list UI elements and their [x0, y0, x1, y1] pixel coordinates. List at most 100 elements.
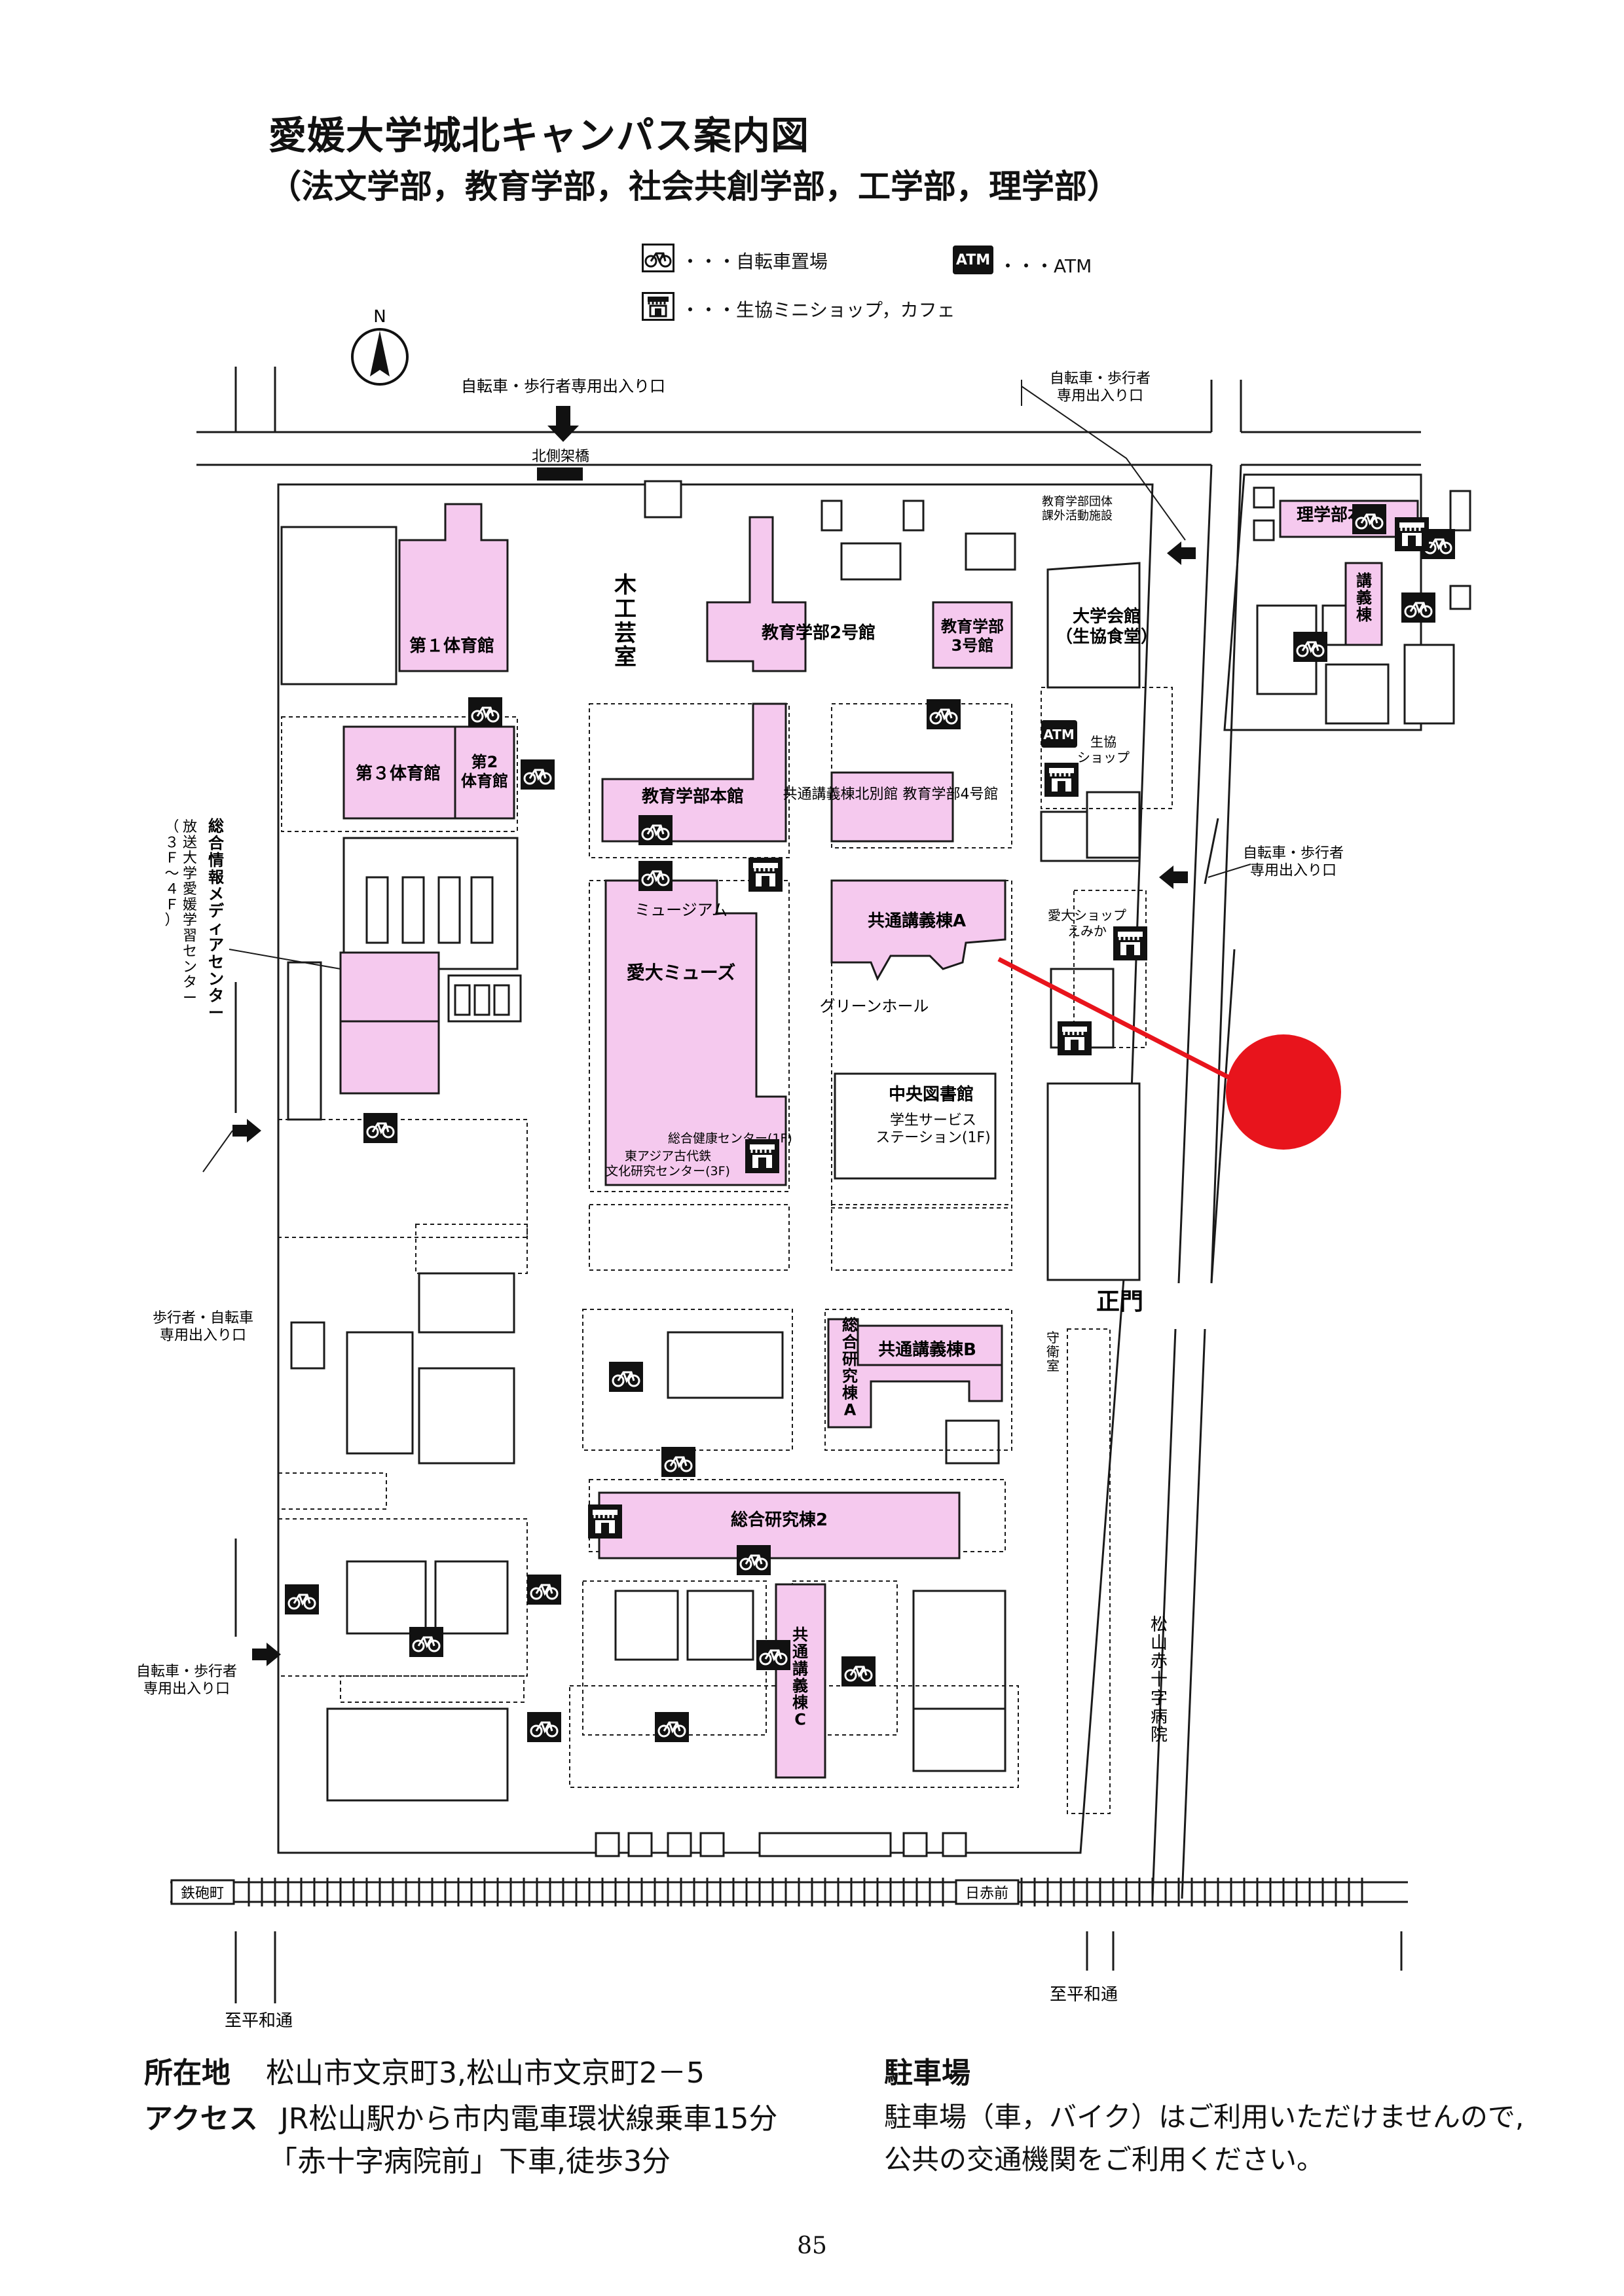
- daigaku-kaikan-label: 大学会館（生協食堂）: [1056, 606, 1158, 647]
- campus-map: 鉄砲町 日赤前 至平和通 至平和通 N 北側架橋 自転車・歩行者専用出入り口: [136, 307, 1471, 2030]
- other-buildings: [280, 480, 1471, 1857]
- green-hall-label: グリーンホール: [820, 997, 929, 1015]
- media-center-sub-label: 放送大学愛媛学習センター（３Ｆ～４Ｆ）: [164, 819, 197, 1006]
- hospital-label: 松山赤十字病院: [1151, 1615, 1168, 1745]
- shop-icon: [1393, 516, 1430, 553]
- access-value-2: 「赤十字病院前」下車,徒歩3分: [268, 2145, 671, 2178]
- ne-gate-arrow-icon: [1167, 541, 1196, 565]
- ne-gate-label: 自転車・歩行者専用出入り口: [1050, 371, 1151, 404]
- media-center-label: 総合情報メディアセンター: [208, 817, 225, 1022]
- page-subtitle: （法文学部，教育学部，社会共創学部，工学部，理学部）: [268, 168, 1120, 206]
- shop-icon: [1056, 1020, 1093, 1057]
- address-value: 松山市文京町3,松山市文京町2－5: [266, 2056, 705, 2090]
- to-heiwadori-east: 至平和通: [1050, 1985, 1118, 2005]
- station-nisseki: 日赤前: [965, 1886, 1008, 1902]
- page-title: 愛媛大学城北キャンパス案内図: [268, 113, 810, 158]
- gym1-label: 第１体育館: [409, 636, 494, 656]
- bicycle-parking-icon: [284, 1583, 320, 1616]
- parking-value-1: 駐車場（車，バイク）はご利用いただけませんので,: [884, 2101, 1524, 2133]
- main-buildings: [339, 500, 1419, 1779]
- gym3-label: 第３体育館: [356, 763, 441, 784]
- west-gate1-label: 歩行者・自転車専用出入り口: [153, 1310, 253, 1343]
- bicycle-parking-icon: [637, 814, 674, 847]
- west-gate1-arrow-icon: [232, 1119, 261, 1142]
- bicycle-parking-icon: [526, 1711, 563, 1743]
- gate-leader-lines: [202, 380, 1251, 1173]
- location-marker: [1226, 1034, 1341, 1150]
- north-label: N: [373, 307, 386, 327]
- seikyo-shop-label: 生協ショップ: [1077, 734, 1130, 765]
- parking-label: 駐車場: [884, 2056, 970, 2090]
- bicycle-parking-icon: [925, 698, 962, 731]
- west-gate2-arrow-icon: [252, 1643, 281, 1666]
- to-heiwadori-west: 至平和通: [225, 2011, 293, 2030]
- research2-label: 総合研究棟2: [731, 1510, 828, 1530]
- east-gate-label: 自転車・歩行者専用出入り口: [1243, 845, 1344, 879]
- bicycle-parking-icon: [526, 1573, 563, 1606]
- bicycle-parking-icon: [637, 860, 674, 892]
- east-gate-arrow-icon: [1159, 866, 1188, 889]
- legend-shop-label: ・・・生協ミニショップ，カフェ: [681, 299, 955, 321]
- legend-atm-label: ・・・ATM: [999, 255, 1092, 277]
- east-asia-label: 東アジア古代鉄文化研究センター(3F): [606, 1149, 730, 1178]
- museum-label: ミュージアム: [635, 901, 728, 919]
- mokko-label: 木工芸室: [614, 572, 637, 670]
- bicycle-parking-icon: [755, 1639, 792, 1671]
- science-lecture-label: 講義棟: [1356, 572, 1373, 624]
- atm-icon-label: ATM: [1043, 727, 1074, 742]
- location-pointer-line: [997, 957, 1236, 1083]
- page-number: 85: [797, 2232, 827, 2259]
- parking-value-2: 公共の交通機関をご利用ください。: [884, 2143, 1325, 2176]
- bicycle-parking-icon: [735, 1544, 772, 1576]
- student-service-label: 学生サービスステーション(1F): [876, 1112, 990, 1146]
- guard-label: 守衛室: [1046, 1330, 1060, 1374]
- library-label: 中央図書館: [889, 1084, 974, 1104]
- science-block-boundary: [1223, 473, 1422, 731]
- bicycle-parking-icon: [654, 1711, 690, 1743]
- north-gate-arrow-icon: [547, 406, 579, 442]
- access-value-1: JR松山駅から市内電車環状線乗車15分: [280, 2102, 778, 2136]
- shop-icon: [1112, 925, 1149, 962]
- aidai-muse-label: 愛大ミューズ: [627, 962, 736, 983]
- bicycle-parking-icon: [1351, 503, 1388, 536]
- legend-bicycle-icon: [642, 244, 674, 272]
- bicycle-parking-icon: [467, 696, 504, 729]
- north-gate-label: 自転車・歩行者専用出入り口: [461, 377, 665, 395]
- bicycle-parking-icon: [1400, 591, 1437, 624]
- north-compass-icon: [351, 328, 409, 386]
- access-row: アクセス JR松山駅から市内電車環状線乗車15分: [144, 2095, 777, 2137]
- north-bridge: [537, 467, 583, 481]
- bicycle-parking-icon: [519, 758, 556, 791]
- north-bridge-label: 北側架橋: [532, 448, 589, 465]
- kyotsu-kita-label: 共通講義棟北別館 教育学部4号館: [783, 786, 999, 803]
- shop-icon: [1043, 761, 1080, 798]
- kyotsu-b-label: 共通講義棟B: [878, 1339, 976, 1360]
- bicycle-parking-icon: [1292, 630, 1329, 663]
- bicycle-parking-icon: [840, 1655, 877, 1688]
- atm-icon: [1041, 720, 1077, 748]
- access-label: アクセス: [144, 2102, 258, 2136]
- legend-bicycle-label: ・・・自転車置場: [681, 251, 828, 272]
- bicycle-parking-icon: [408, 1626, 445, 1658]
- shop-icon: [744, 1138, 781, 1175]
- legend-atm-icon: ATM: [953, 246, 993, 274]
- west-gate2-label: 自転車・歩行者専用出入り口: [136, 1664, 237, 1697]
- main-gate-label: 正門: [1096, 1288, 1143, 1315]
- bicycle-parking-icon: [608, 1360, 644, 1393]
- edu-main-label: 教育学部本館: [642, 786, 744, 807]
- station-teppocho: 鉄砲町: [181, 1886, 224, 1902]
- kyotsu-a-label: 共通講義棟A: [868, 911, 966, 931]
- aidai-shop-label: 愛大ショップえみか: [1048, 907, 1126, 939]
- address-label: 所在地: [144, 2056, 231, 2090]
- legend-shop-icon: [642, 292, 674, 321]
- roads: [196, 367, 1421, 2003]
- bicycle-parking-icon: [362, 1112, 399, 1144]
- bicycle-parking-icon: [660, 1446, 697, 1478]
- edu2-label: 教育学部2号館: [762, 623, 876, 643]
- shop-icon: [587, 1503, 623, 1540]
- address-row: 所在地 松山市文京町3,松山市文京町2－5: [144, 2049, 705, 2091]
